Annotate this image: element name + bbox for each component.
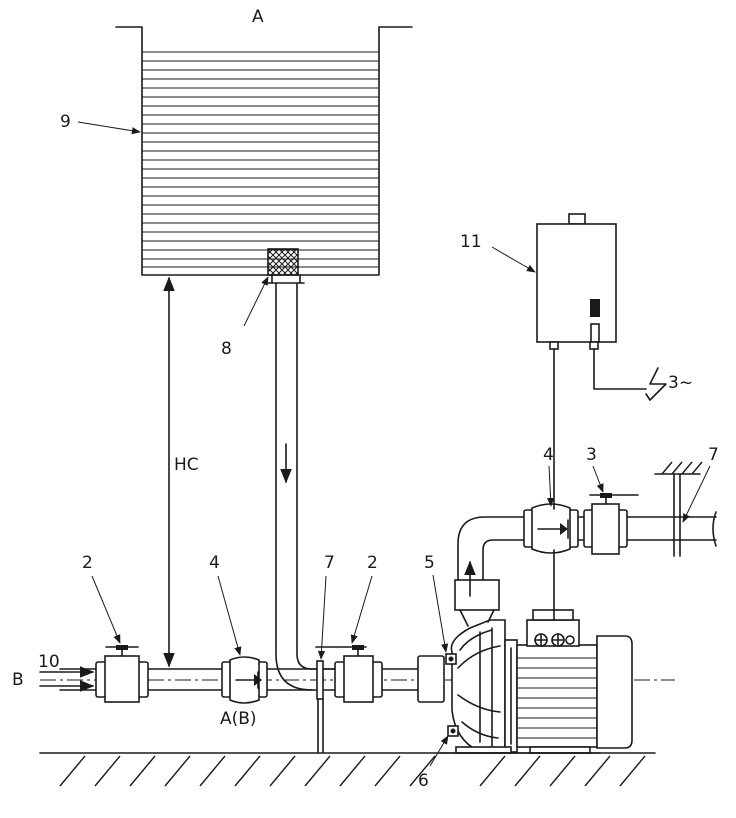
gate-valve-left xyxy=(95,645,149,703)
gate-valve-right xyxy=(583,493,639,555)
label-inlet-number: 10 xyxy=(38,652,60,672)
leader-lines xyxy=(77,121,711,767)
label-control-box-number: 11 xyxy=(460,232,482,252)
lightning-icon xyxy=(649,367,667,401)
check-valve-right xyxy=(523,503,579,554)
label-power: 3~ xyxy=(668,373,693,393)
label-valve-right-number: 3 xyxy=(586,445,597,465)
label-support-left-number: 7 xyxy=(324,553,335,573)
suction-reducer xyxy=(417,655,445,703)
label-height: HC xyxy=(174,455,199,475)
label-tank-number: 9 xyxy=(60,112,71,132)
label-check-right-number: 4 xyxy=(543,445,554,465)
pipe-support-left xyxy=(316,660,324,753)
label-support-right-number: 7 xyxy=(708,445,719,465)
label-pump-drain-number: 6 xyxy=(418,771,429,791)
control-box xyxy=(536,213,617,350)
label-strainer-number: 8 xyxy=(221,339,232,359)
tank-water-lines xyxy=(142,51,379,268)
suction-drop-pipe xyxy=(267,274,336,691)
check-valve-left xyxy=(221,656,268,704)
labels: A 9 8 HC 11 3~ 4 3 7 2 4 7 2 5 10 B A(B)… xyxy=(12,7,719,791)
tank xyxy=(115,26,413,276)
label-tank-top: A xyxy=(252,7,264,27)
label-valve-mid-number: 2 xyxy=(367,553,378,573)
label-inlet: B xyxy=(12,670,24,690)
pump xyxy=(439,579,633,754)
label-pump-vent-number: 5 xyxy=(424,553,435,573)
pipe-support-right xyxy=(654,461,703,557)
strainer xyxy=(267,248,299,276)
power-cable xyxy=(593,348,667,401)
label-valve-left-number: 2 xyxy=(82,553,93,573)
label-suction: A(B) xyxy=(220,709,257,729)
ground xyxy=(39,752,656,787)
gate-valve-mid xyxy=(311,645,383,703)
label-check-left-number: 4 xyxy=(209,553,220,573)
discharge-line xyxy=(457,511,717,597)
